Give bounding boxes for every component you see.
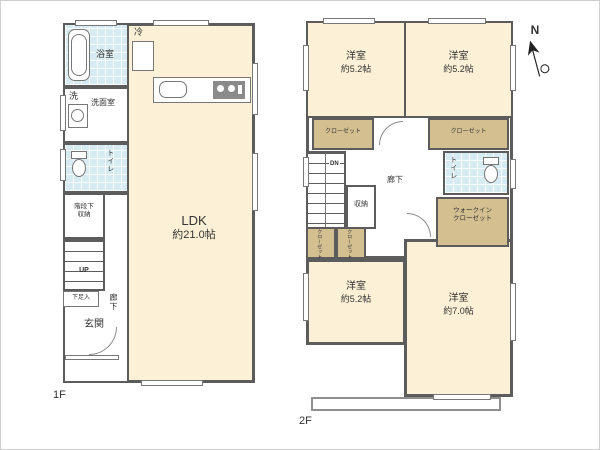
window <box>510 45 516 91</box>
window <box>60 149 66 181</box>
stairs-down-label: DN <box>329 161 340 169</box>
room-2f-bottom-right-label: 洋室 約7.0帖 <box>404 293 513 317</box>
room-label-washroom: 洗面室 <box>91 98 115 107</box>
window <box>510 159 516 189</box>
room-2f-top-right-label: 洋室 約5.2帖 <box>404 51 513 75</box>
room-label-toilet-1f: トイレ <box>106 149 114 173</box>
room-size: 約7.0帖 <box>443 305 474 316</box>
room-name: 洋室 <box>448 293 469 304</box>
closet-2f-left-label: クローゼット <box>324 129 361 135</box>
stove-burner-icon <box>228 85 235 92</box>
window <box>141 380 203 386</box>
stove-burner-icon <box>217 85 224 92</box>
hallway-label-2f: 廊下 <box>387 175 403 184</box>
under-stair-line1: 階段下 <box>74 203 94 210</box>
room-2f-bottom-right <box>404 239 513 397</box>
window <box>153 20 209 26</box>
stairs-center-line <box>325 153 326 227</box>
compass-needle-icon <box>527 40 550 77</box>
stairs-up <box>63 239 105 291</box>
bathtub-inner-icon <box>71 34 87 76</box>
toilet-tank-icon <box>71 151 87 159</box>
toilet-tank-icon <box>483 157 499 165</box>
washer-label: 洗 <box>69 91 79 101</box>
stove-panel-icon <box>238 85 242 94</box>
window <box>303 157 309 187</box>
window <box>510 283 516 341</box>
wic-line1: ウォークイン <box>453 207 492 214</box>
closet-small-1-label: クローゼット <box>316 229 323 259</box>
closet-2f-right-label: クローゼット <box>450 129 487 135</box>
fridge-icon <box>132 41 154 71</box>
window <box>323 18 375 24</box>
shoe-cabinet <box>63 291 99 307</box>
window <box>252 63 258 115</box>
stairs-down <box>306 151 346 229</box>
stairs-up-label: UP <box>79 267 89 274</box>
entrance-step <box>65 355 119 360</box>
floor-label-2f: 2F <box>299 415 312 427</box>
room-2f-bottom-left <box>306 259 406 345</box>
ldk-label-block: LDK 約21.0帖 <box>151 213 237 243</box>
walk-in-closet-label: ウォークイン クローゼット <box>436 207 509 223</box>
room-name: 洋室 <box>448 51 469 62</box>
window <box>75 20 117 26</box>
under-stair-line2: 収納 <box>77 211 91 219</box>
room-size: 約5.2帖 <box>340 293 372 304</box>
window <box>60 95 66 131</box>
toilet-bowl-icon <box>72 159 86 177</box>
closet-small-2 <box>336 227 366 259</box>
window <box>433 394 491 400</box>
window <box>428 18 486 24</box>
walk-in-closet <box>436 197 509 247</box>
closet-small-1 <box>306 227 336 259</box>
room-label-toilet-2f: トイレ <box>449 156 457 180</box>
fridge-label: 冷 <box>134 27 144 37</box>
kitchen-sink-icon <box>159 81 187 98</box>
washing-machine-drum-icon <box>71 109 84 122</box>
compass-north-label: N <box>530 23 540 37</box>
window <box>303 45 309 91</box>
shoe-cabinet-label: 下足入 <box>71 295 90 301</box>
room-toilet-1f <box>63 143 129 193</box>
room-name: 洋室 <box>346 51 366 62</box>
closet-small-2-label: クローゼット <box>346 229 353 259</box>
room-2f-bottom-left-label: 洋室 約5.2帖 <box>306 281 406 305</box>
compass: N <box>515 23 555 83</box>
room-size: 約5.2帖 <box>443 63 474 74</box>
room-2f-top-left-label: 洋室 約5.2帖 <box>306 51 406 75</box>
hallway-label-1f: 廊下 <box>109 293 118 311</box>
under-stair-storage <box>63 193 105 239</box>
wic-line2: クローゼット <box>453 215 492 223</box>
closet-2f-left <box>312 118 374 150</box>
balcony <box>311 397 501 411</box>
room-name: 洋室 <box>346 281 366 292</box>
entrance-label: 玄関 <box>84 319 104 330</box>
room-label-bath: 浴室 <box>96 49 115 59</box>
window <box>252 153 258 211</box>
toilet-bowl-icon <box>484 165 498 183</box>
storage-2f-label: 収納 <box>354 201 368 208</box>
window <box>303 273 309 321</box>
floor-label-1f: 1F <box>53 389 66 401</box>
room-label-ldk: LDK <box>181 213 207 228</box>
under-stair-storage-label: 階段下 収納 <box>64 203 104 219</box>
room-size: 約5.2帖 <box>340 63 372 74</box>
closet-2f-right <box>428 118 509 150</box>
room-size-ldk: 約21.0帖 <box>172 229 216 242</box>
